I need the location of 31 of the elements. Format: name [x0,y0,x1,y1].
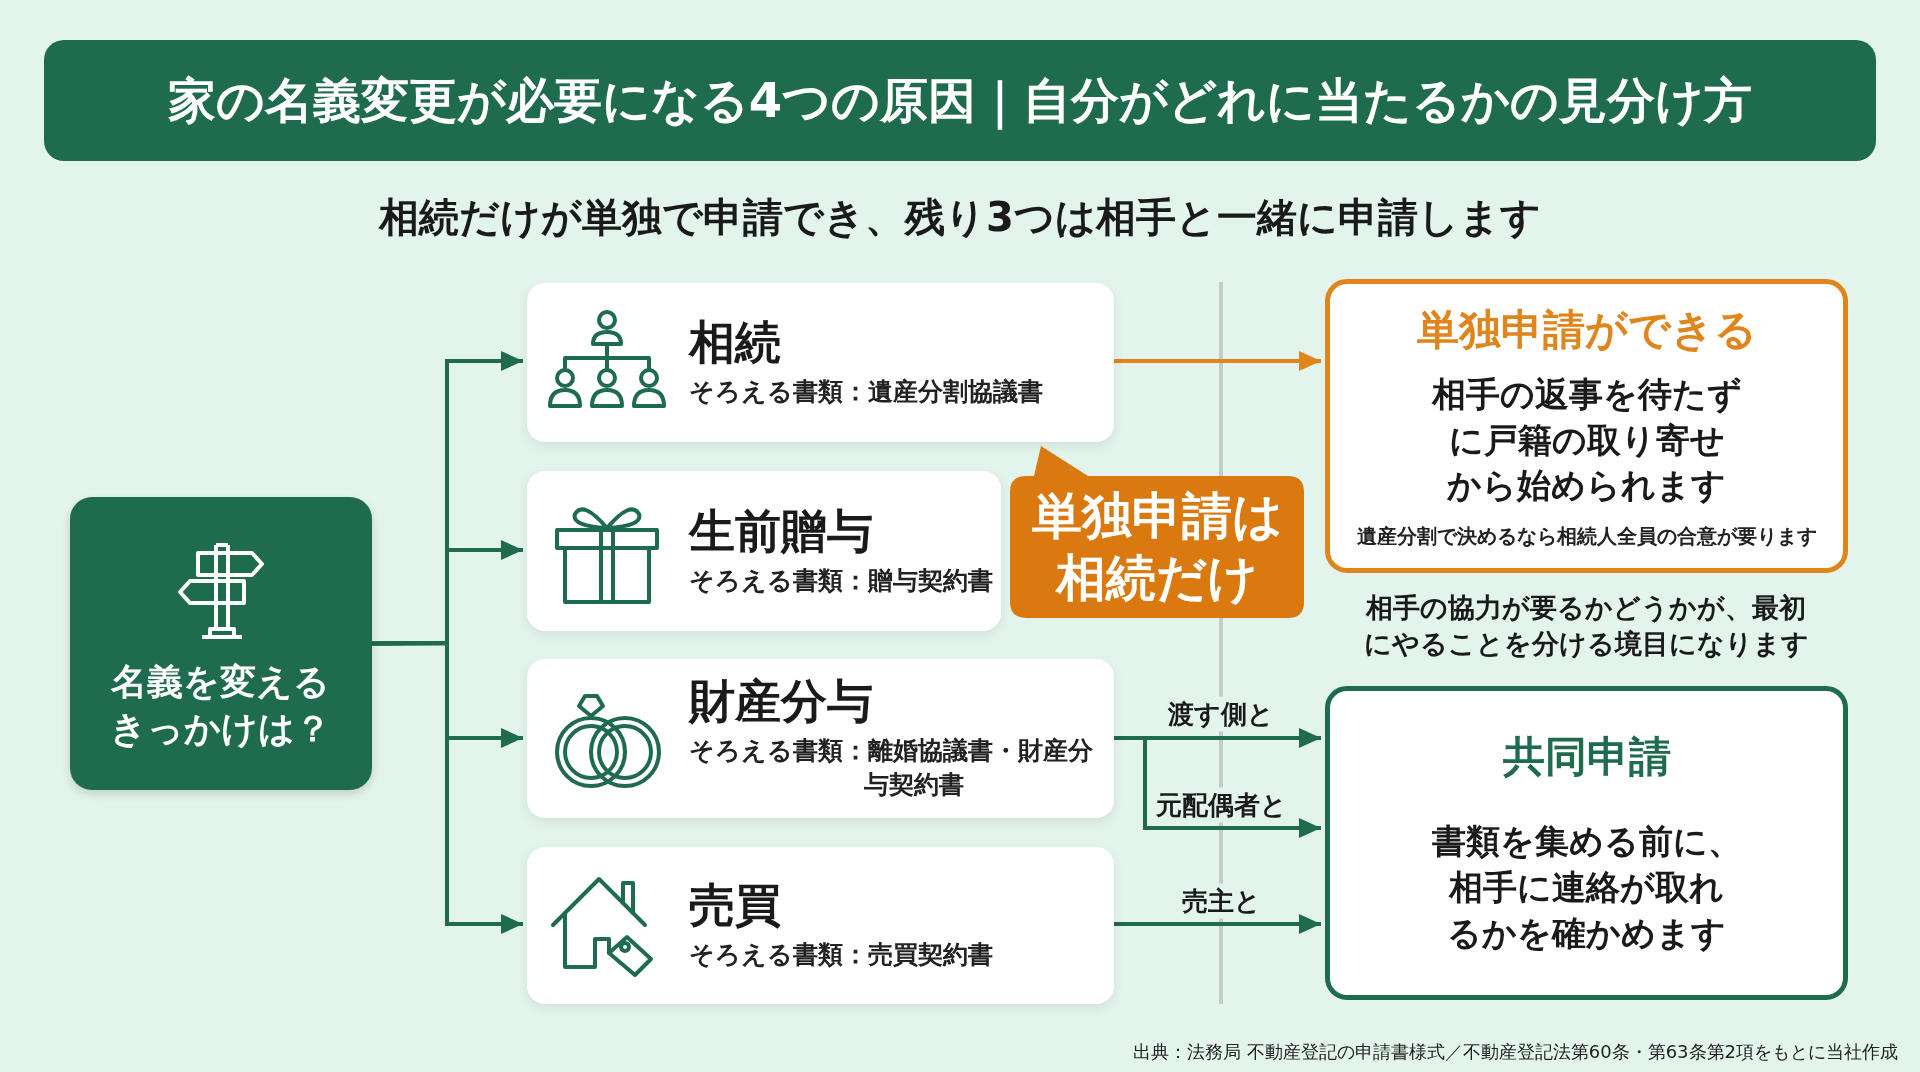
result-box [1325,686,1848,1000]
document-text: そろえる書類：離婚協議書・財産分与契約書 [689,735,1094,801]
arrow [372,641,523,934]
start-box [70,497,372,790]
result-text: 相手の返事を待たずに戸籍の取り寄せから始められます [1430,372,1743,508]
explanation-text: 相手の協力が要るかどうかが、最初にやることを分ける境目になります [1362,591,1810,662]
category-title: 財産分与 [689,675,874,729]
result-heading: 単独申請ができる [1416,303,1757,356]
callout-text: 単独申請は相続だけ [1030,485,1284,609]
subtitle: 相続だけが単独で申請でき、残り3つは相手と一緒に申請します [377,193,1542,242]
speech-bubble [1010,446,1304,618]
category-title: 売買 [689,879,782,933]
category-card [527,283,1114,442]
category-title: 相続 [689,316,782,370]
arrow [1114,914,1321,934]
document-text: そろえる書類：贈与契約書 [689,564,993,597]
category-card [527,847,1114,1004]
category-card [527,659,1114,818]
result-box [1325,279,1848,573]
result-heading: 共同申請 [1502,731,1671,784]
category-card [527,471,1001,631]
source-note: 出典：法務局 不動産登記の申請書様式／不動産登記法第60条・第63条第2項をもとに当社作成 [1133,1040,1898,1064]
arrow [1114,736,1321,838]
question-text: 名義を変えるきっかけは？ [109,659,333,751]
title: 家の名義変更が必要になる4つの原因｜自分がどれに当たるかの見分け方 [167,70,1753,132]
document-text: そろえる書類：売買契約書 [689,939,993,972]
arrow [1114,351,1321,371]
document-text: そろえる書類：遺産分割協議書 [689,376,1043,409]
category-title: 生前贈与 [689,504,874,558]
result-text: 書類を集める前に、相手に連絡が取れるかを確かめます [1430,820,1743,955]
note-text: 遺産分割で決めるなら相続人全員の合意が要ります [1356,523,1817,551]
